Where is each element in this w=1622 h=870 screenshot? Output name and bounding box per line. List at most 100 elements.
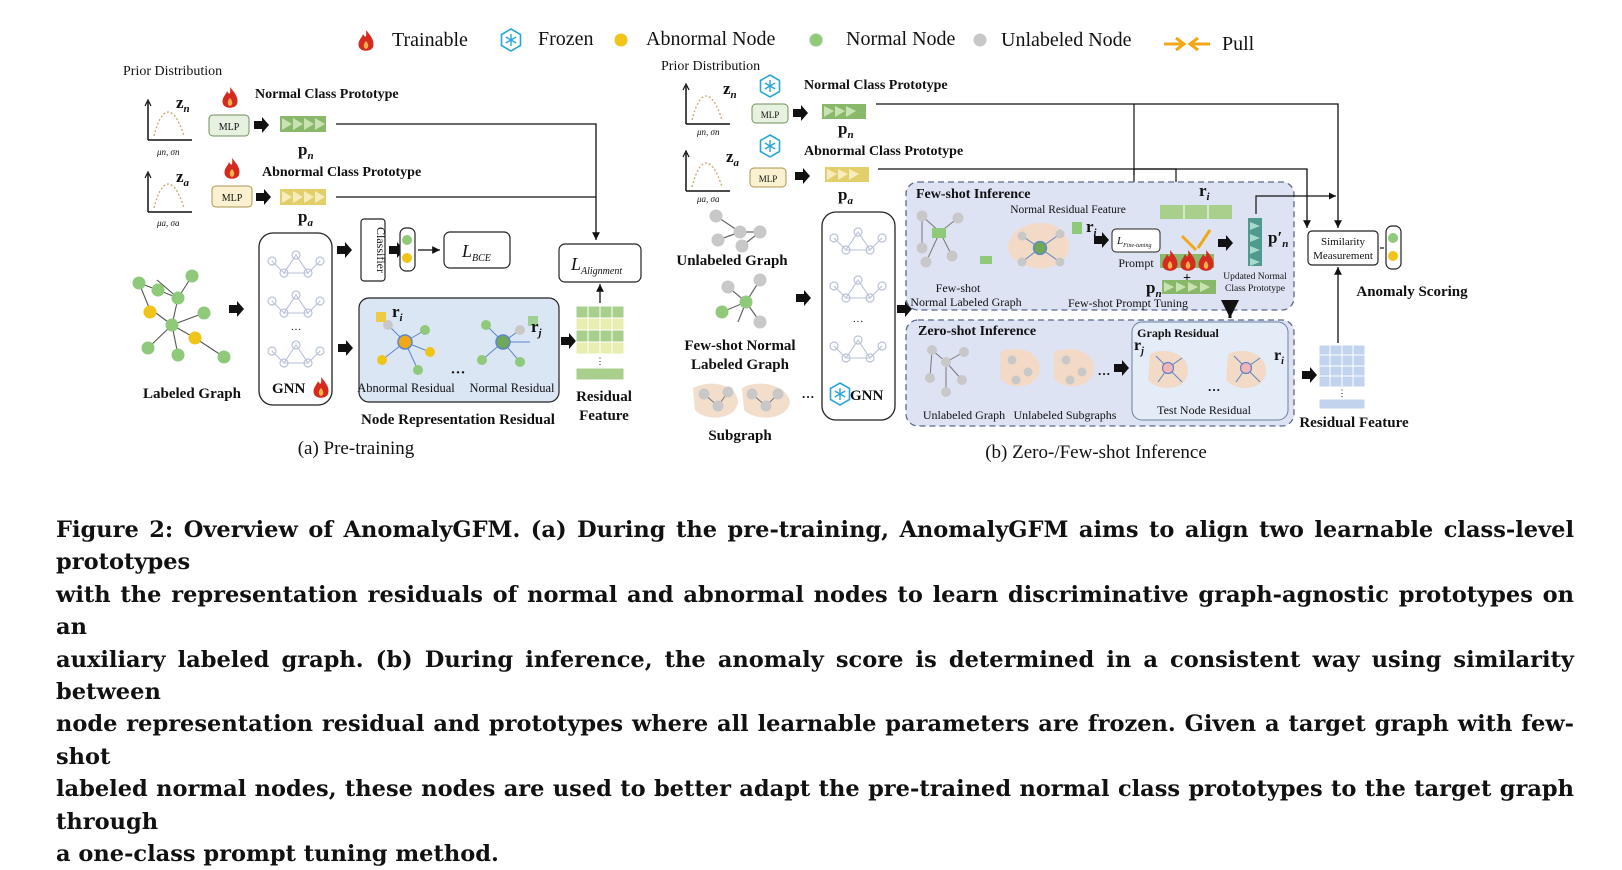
pull-arrows-icon (1164, 36, 1210, 52)
prompt-label: Prompt (1118, 256, 1154, 270)
legend-trainable: Trainable (392, 29, 468, 51)
mlp-normal-label: MLP (761, 110, 780, 120)
mu-sigma-n-label: μn, σn (696, 127, 720, 137)
abnormal-prior-plot (682, 150, 731, 192)
arrow-icon (229, 301, 244, 317)
classifier-label: Classifier (374, 227, 388, 273)
abnormal-class-prototype-label: Abnormal Class Prototype (262, 165, 421, 180)
arrow-icon (254, 117, 269, 133)
similarity-measurement-box (1307, 230, 1379, 266)
abnormal-residual-graphic (376, 312, 435, 375)
z-a-label: za (726, 147, 740, 169)
normal-prototype-connector (336, 123, 600, 240)
caption-line: Figure 2: Overview of AnomalyGFM. (a) Du… (56, 517, 1574, 576)
r-j-label: rj (1134, 337, 1144, 357)
mlp-abnormal-box (211, 185, 253, 208)
prior-distribution-label: Prior Distribution (123, 64, 222, 79)
gnn-box (258, 232, 333, 406)
normal-prototype-bar (822, 104, 866, 119)
flame-icon (222, 87, 238, 108)
l-bce-box (443, 231, 511, 269)
subgraphs-ellipsis: ··· (1097, 366, 1110, 381)
subgraph-ellipsis: ··· (801, 389, 814, 404)
graph-residual-label: Graph Residual (1137, 326, 1219, 340)
z-a-label: za (176, 167, 190, 189)
pretraining-panel-label: (a) Pre-training (298, 438, 415, 459)
labeled-graph (132, 269, 231, 364)
classifier-box (360, 218, 386, 282)
prompt-pull-arrows (1180, 229, 1212, 252)
prior-distribution-label: Prior Distribution (661, 59, 760, 74)
p-a-label: pa (298, 207, 313, 229)
normal-node-icon (1388, 233, 1398, 243)
legend-abnormal-node: Abnormal Node (646, 28, 776, 50)
residual-feature-label-2: Feature (579, 408, 629, 424)
abnormal-residual-label: Abnormal Residual (357, 381, 455, 395)
labeled-graph-label: Labeled Graph (143, 386, 242, 402)
gnn-ellipsis: ··· (853, 316, 864, 328)
caption-line: auxiliary labeled graph. (b) During infe… (56, 646, 1574, 706)
residual-feature-bar (1160, 205, 1232, 219)
arrow-icon (337, 242, 352, 258)
arrow-icon (256, 189, 271, 205)
l-alignment-label: LAlignment (570, 254, 622, 277)
normal-residual-graphic (477, 316, 538, 367)
few-shot-normal-graph (916, 210, 992, 268)
zero-shot-unlabeled-graph (925, 345, 969, 397)
svg-text:⋮: ⋮ (596, 356, 605, 366)
normal-node-icon (809, 33, 823, 47)
flame-icon (358, 30, 374, 51)
mlp-normal-box (751, 103, 789, 124)
arrow-icon (338, 340, 353, 356)
test-node-residual-graphics (1148, 350, 1266, 389)
few-shot-normal-label-1: Few-shot Normal (684, 338, 795, 354)
r-i-top-label: ri (1199, 181, 1211, 203)
arrow-icon (561, 333, 576, 349)
caption-line: labeled normal nodes, these nodes are us… (56, 776, 1574, 835)
normal-residual-label: Normal Residual (469, 381, 555, 395)
arrow-icon (793, 105, 808, 121)
l-fine-tuning-box (1111, 228, 1161, 253)
legend-frozen: Frozen (538, 28, 594, 50)
anomalygfm-overview-diagram: Trainable Frozen Abnormal Node Normal No… (123, 28, 1468, 463)
mu-sigma-a-label: μa, σa (696, 194, 720, 204)
p-a-label: pa (838, 185, 853, 207)
l-bce-label: LBCE (461, 241, 491, 264)
gnn-box (821, 211, 896, 421)
normal-labeled-graph-label: Normal Labeled Graph (910, 295, 1021, 309)
few-shot-normal-labeled-graph (715, 273, 767, 329)
unlabeled-graph-label: Unlabeled Graph (676, 253, 788, 269)
legend: Trainable Frozen Abnormal Node Normal No… (358, 28, 1255, 55)
caption-line: a one-class prompt tuning method. (56, 841, 499, 868)
unlabeled-subgraphs (1000, 348, 1094, 387)
mu-sigma-n-label: μn, σn (156, 147, 180, 157)
z-n-label: zn (723, 79, 737, 101)
similarity-label-2: Measurement (1313, 250, 1373, 262)
l-fine-tuning-label: LFine-tuning (1116, 235, 1151, 249)
r-i-label: ri (392, 302, 404, 324)
score-output-box (1385, 225, 1402, 270)
normal-class-prototype-label: Normal Class Prototype (255, 87, 399, 102)
unlabeled-node-icon (973, 33, 987, 47)
mlp-normal-box (208, 114, 250, 137)
r-j-label: rj (531, 317, 543, 339)
z-n-label: zn (176, 93, 190, 115)
snowflake-icon (759, 74, 781, 98)
abnormal-node-icon (1388, 251, 1398, 261)
normal-node-icon (402, 235, 412, 245)
p-n-label: pn (838, 119, 854, 141)
zero-shot-inference-title: Zero-shot Inference (918, 324, 1036, 339)
prompt-tokens (1160, 250, 1214, 271)
mlp-abnormal-label: MLP (222, 193, 243, 204)
similarity-label-1: Similarity (1321, 236, 1366, 248)
normal-prototype-bar (1162, 280, 1216, 294)
p-prime-n-label: p′n (1268, 228, 1288, 250)
residual-feature-label-1: Residual (576, 389, 632, 405)
residual-bar-divider (1183, 205, 1209, 219)
gnn-ellipsis: ··· (291, 324, 302, 336)
normal-prototype-connector (876, 103, 1342, 228)
l-alignment-box (558, 243, 642, 283)
updated-to-similarity-connector (1255, 192, 1336, 214)
graph-residual-box (1131, 321, 1289, 421)
few-shot-prompt-tuning-label: Few-shot Prompt Tuning (1068, 296, 1188, 310)
